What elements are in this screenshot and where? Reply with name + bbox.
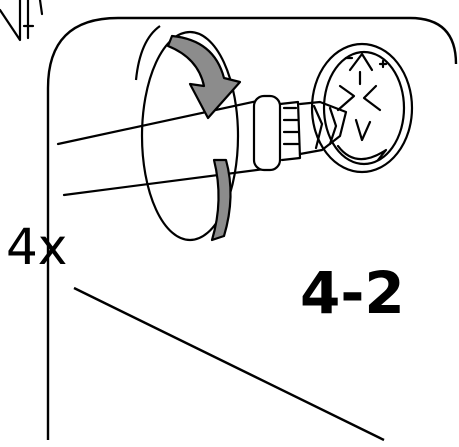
cross-head-screw-icon [310, 42, 414, 174]
floor-line [73, 286, 385, 442]
step-number-label: 4-2 [300, 259, 405, 327]
clockwise-rotation-arrow-icon [134, 25, 242, 242]
panel-frame [46, 16, 458, 440]
partial-diagram-icon [0, 0, 44, 42]
screwdriver-icon [56, 94, 348, 197]
quantity-label: 4x [6, 218, 68, 276]
